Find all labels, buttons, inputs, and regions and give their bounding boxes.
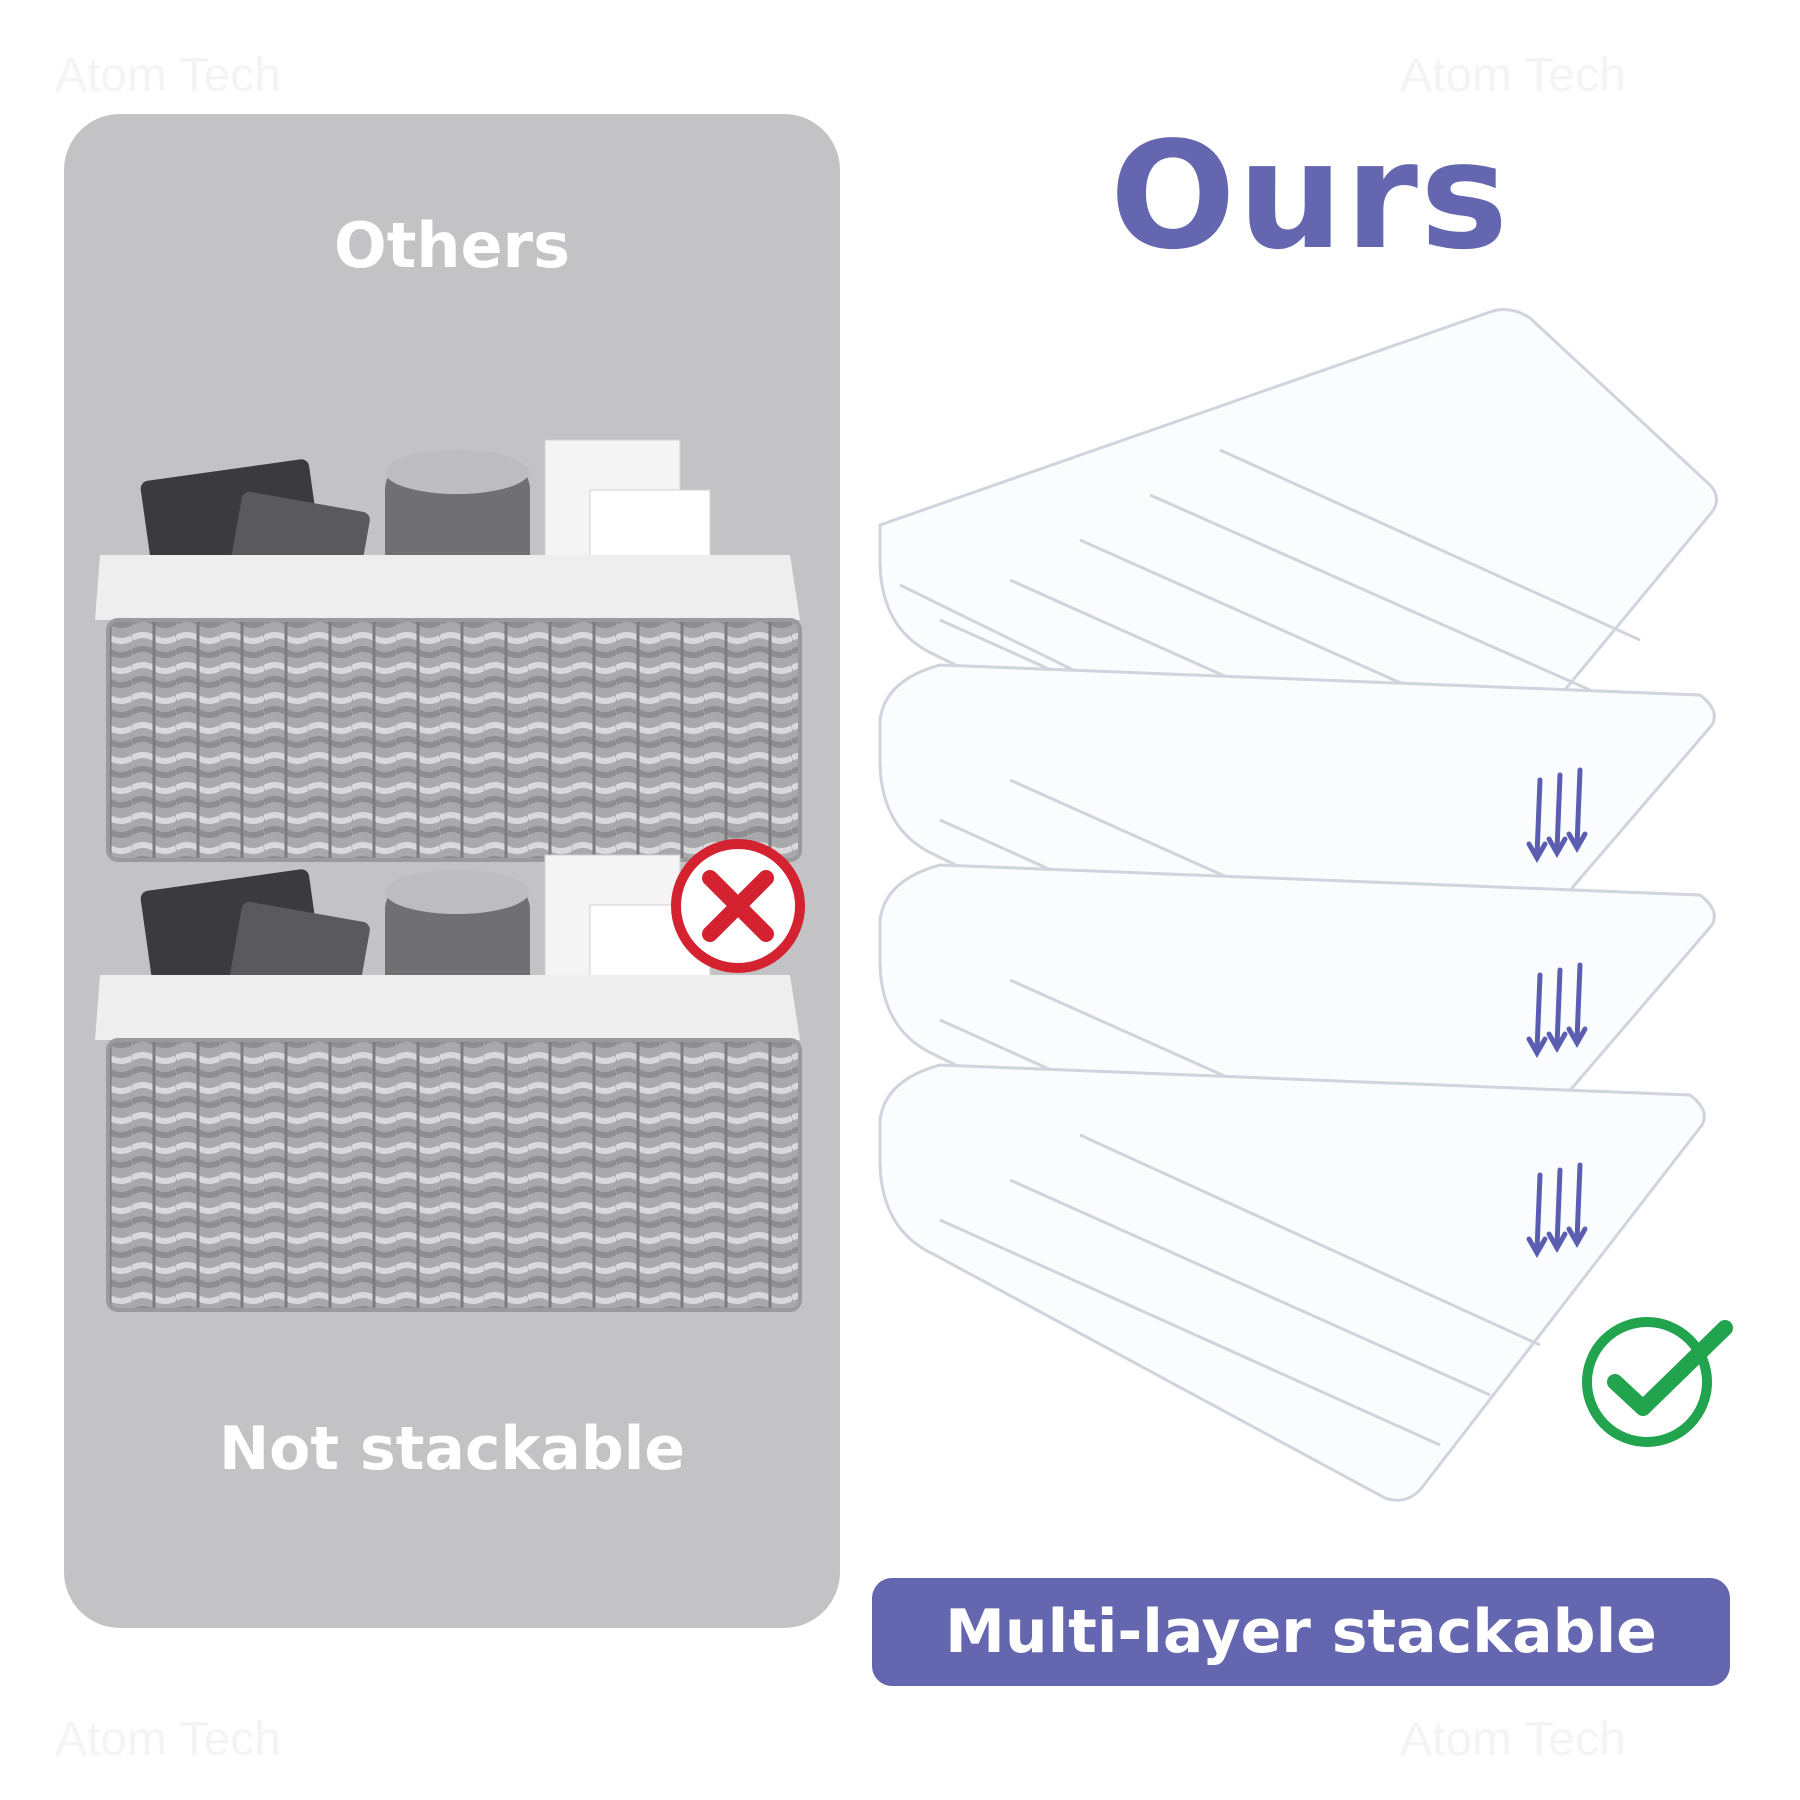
watermark-bottom-right: Atom Tech: [1400, 1713, 1626, 1766]
basket-bottom: [95, 854, 802, 1312]
down-arrows-icon: [1526, 1162, 1588, 1259]
down-arrows-icon: [1526, 962, 1588, 1059]
not-stackable-caption: Not stackable: [218, 1414, 686, 1484]
check-circle-icon: [1582, 1317, 1733, 1447]
ours-title: Ours: [1109, 110, 1511, 282]
watermark-bottom-left: Atom Tech: [55, 1713, 281, 1766]
watermark-top-right: Atom Tech: [1400, 49, 1626, 102]
cross-circle-icon: [671, 839, 805, 973]
others-title: Others: [333, 209, 570, 282]
multi-layer-stackable-badge: Multi-layer stackable: [872, 1578, 1730, 1686]
tray-4: [878, 1063, 1706, 1502]
down-arrows-icon: [1526, 767, 1588, 864]
watermark-top-left: Atom Tech: [55, 49, 281, 102]
basket-top: [95, 439, 802, 862]
